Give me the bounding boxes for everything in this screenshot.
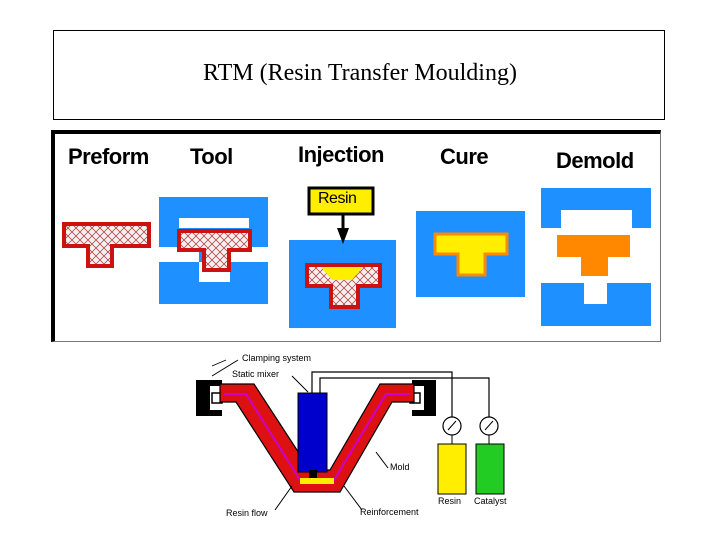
rtm-schematic: [196, 359, 505, 511]
label-catalyst: Catalyst: [474, 496, 507, 506]
cure-stage: [416, 211, 525, 297]
label-resin-flow: Resin flow: [226, 508, 268, 518]
label-resin: Resin: [438, 496, 462, 506]
stage-label-cure: Cure: [440, 144, 489, 169]
stage-label-preform: Preform: [68, 144, 149, 169]
demold-stage: [541, 188, 651, 326]
page-title: RTM (Resin Transfer Moulding): [203, 60, 517, 86]
injection-resin-label: Resin: [318, 190, 357, 207]
label-reinforcement: Reinforcement: [360, 507, 419, 517]
tool-mold: [159, 197, 268, 304]
label-mold: Mold: [390, 462, 410, 472]
label-static-mixer: Static mixer: [232, 369, 280, 379]
arrow-down-icon: [337, 228, 349, 244]
stage-label-tool: Tool: [190, 144, 233, 169]
injection-stage: [289, 186, 396, 328]
resin-supply-box: [307, 186, 375, 216]
stage-label-demold: Demold: [556, 148, 634, 173]
catalyst-container: [475, 443, 505, 495]
preform-part: [62, 222, 151, 268]
resin-container: [437, 443, 467, 495]
label-clamping-system: Clamping system: [242, 353, 312, 363]
stage-label-injection: Injection: [298, 142, 384, 167]
title-box: [53, 30, 665, 120]
static-mixer-tube: [297, 392, 328, 473]
